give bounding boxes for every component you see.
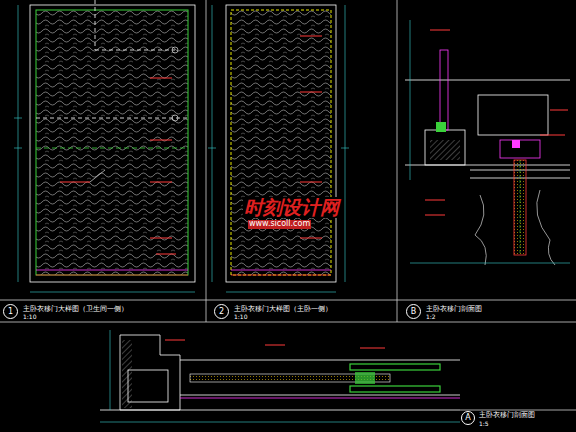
detail-marker: A [461,411,475,425]
drawing-title: 主卧衣移门剖面图 [425,306,483,314]
marker-letter: A [465,414,470,422]
drawing-title: 主卧衣移门大样图（主卧一侧） [233,306,333,314]
scale-note: 1:10 [22,314,37,321]
marker-letter: 2 [219,308,224,316]
marker-letter: B [411,308,417,316]
watermark-url: www.sicoll.com [248,220,311,229]
watermark: 时刻设计网 [243,197,340,218]
scale-note: 1:2 [425,314,437,321]
scale-note: 1:5 [478,421,490,428]
marker-letter: 1 [8,308,13,316]
detail-marker: 2 [214,304,229,319]
detail-marker: B [406,304,421,319]
drawing-title: 主卧衣移门大样图（卫生间一侧） [22,306,129,314]
detail-marker: 1 [3,304,18,319]
scale-note: 1:10 [233,314,248,321]
drawing-title: 主卧衣移门剖面图 [478,412,536,420]
